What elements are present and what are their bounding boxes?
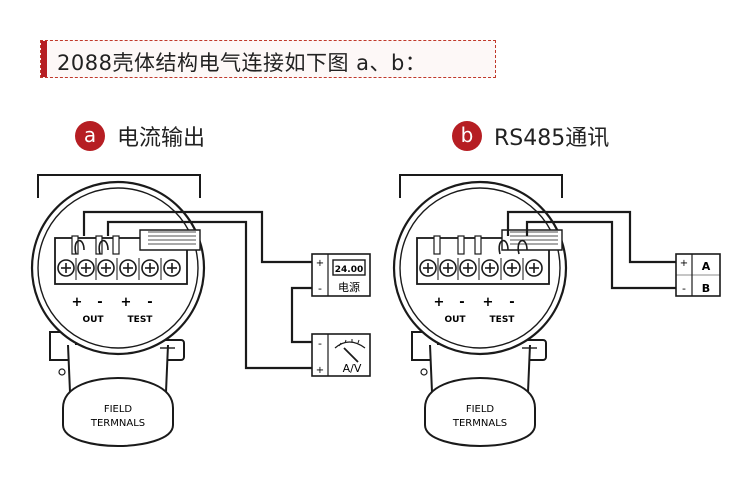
rs485-a-label: A <box>702 260 711 273</box>
section-b-badge: b <box>452 121 482 151</box>
rs485-b-label: B <box>702 282 710 295</box>
page-title: 2088壳体结构电气连接如下图 a、b： <box>57 51 427 75</box>
terminal-plus-out: + <box>72 295 83 310</box>
transmitter-b <box>394 175 566 446</box>
power-display: 24.00 <box>335 265 363 275</box>
title-accent-bar <box>41 41 47 77</box>
label-out: OUT <box>82 315 104 325</box>
terminal-minus-out: - <box>97 295 102 310</box>
terminal-b-minus-out: - <box>459 295 464 310</box>
meter-minus: - <box>318 337 322 350</box>
section-a-heading: a 电流输出 <box>75 120 205 152</box>
label-b-out: OUT <box>444 315 466 325</box>
power-plus: + <box>316 258 324 269</box>
power-supply <box>311 253 371 297</box>
header-title-box: 2088壳体结构电气连接如下图 a、b： <box>40 40 496 78</box>
label-test: TEST <box>128 315 154 325</box>
transmitter-a <box>32 175 204 446</box>
meter-plus: + <box>316 365 324 376</box>
terminal-b-plus-out: + <box>434 295 445 310</box>
power-label: 电源 <box>338 280 360 294</box>
section-b-label: RS485通讯 <box>494 126 610 151</box>
terminal-minus-test: - <box>147 295 152 310</box>
wires-b <box>506 210 676 290</box>
label-b-field: FIELD <box>466 404 495 415</box>
rs485-minus: - <box>682 282 686 295</box>
terminal-plus-test: + <box>121 295 132 310</box>
label-field: FIELD <box>104 404 133 415</box>
label-b-termnals: TERMNALS <box>452 418 507 429</box>
meter-label: A/V <box>343 362 362 375</box>
terminal-b-plus-test: + <box>483 295 494 310</box>
label-b-test: TEST <box>490 315 516 325</box>
section-b-heading: b RS485通讯 <box>452 120 609 152</box>
terminal-b-minus-test: - <box>509 295 514 310</box>
section-a-label: 电流输出 <box>117 126 206 151</box>
wires-a <box>82 210 312 370</box>
label-termnals: TERMNALS <box>90 418 145 429</box>
power-minus: - <box>318 282 322 295</box>
meter <box>311 333 371 377</box>
section-a-badge: a <box>75 121 105 151</box>
rs485-plus: + <box>680 258 688 269</box>
rs485-terminal <box>675 253 721 297</box>
